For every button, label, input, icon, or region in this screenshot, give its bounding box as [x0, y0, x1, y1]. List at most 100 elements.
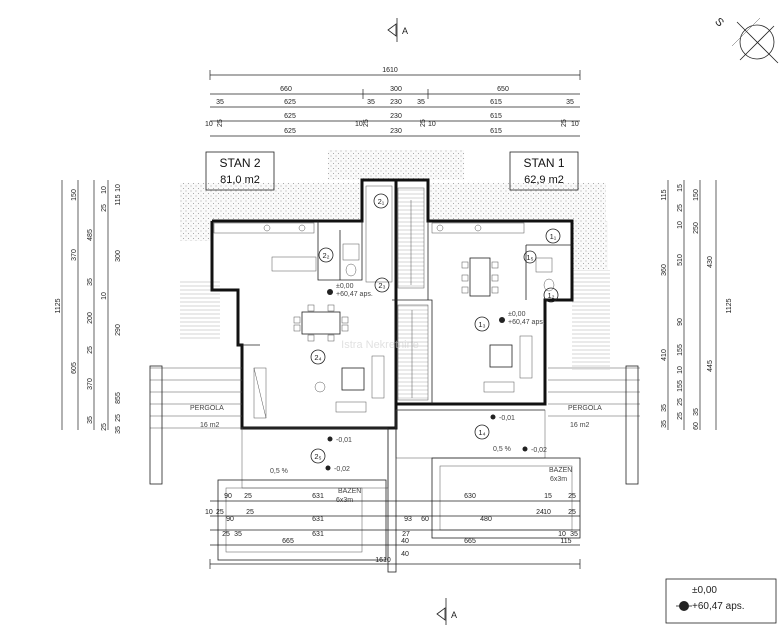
- section-marker-bottom: A: [436, 598, 457, 625]
- dim-left-35c: 35: [115, 426, 122, 434]
- pergola-right-size: 16 m2: [570, 422, 590, 429]
- dim-bot-25f: 25: [222, 531, 230, 538]
- section-letter-bottom: A: [451, 610, 457, 620]
- dim-bot-40a: 40: [401, 538, 409, 545]
- dim-right-35b: 35: [661, 420, 668, 428]
- unit-title-stan2: STAN 2: [219, 156, 260, 170]
- level-marks: ±0,00 +60,47 aps. ±0,00 +60,47 aps. -0,0…: [270, 283, 547, 475]
- dim-right-15: 15: [677, 184, 684, 192]
- dim-top-230b: 230: [390, 113, 402, 120]
- dim-right-410: 410: [661, 349, 668, 361]
- dim-bot-15: 15: [544, 493, 552, 500]
- dim-right-250: 250: [693, 222, 700, 234]
- dim-top-35b: 35: [367, 99, 375, 106]
- dim-bot-25e: 25: [568, 509, 576, 516]
- dim-left-115: 115: [115, 194, 122, 205]
- building-walls: [210, 178, 574, 430]
- dim-right-1125: 1125: [726, 298, 733, 313]
- room-label-1-1: 1₁: [550, 232, 557, 241]
- dining-table-stan1: [461, 257, 499, 297]
- terraces: [241, 409, 546, 573]
- dim-top-25a: 25: [217, 119, 224, 127]
- dim-bot-631b: 631: [312, 516, 324, 523]
- dim-top-615a: 615: [490, 99, 502, 106]
- north-letter: S: [712, 16, 726, 30]
- room-label-1-3: 1₃: [478, 320, 485, 329]
- dim-left-25c: 25: [101, 423, 108, 431]
- pergola-left-size: 16 m2: [200, 422, 220, 429]
- dim-top-10d: 10: [571, 121, 579, 128]
- level-stan2-abs: +60,47 aps.: [336, 291, 373, 298]
- dim-bot-631a: 631: [312, 493, 324, 500]
- unit-box-stan1: STAN 1 62,9 m2: [509, 151, 579, 191]
- dim-left-25a: 25: [87, 346, 94, 354]
- dim-right-25c: 25: [677, 412, 684, 420]
- room-label-1-5: 1₅: [526, 253, 533, 262]
- dim-top-10b: 10: [355, 121, 363, 128]
- slope-right: 0,5 %: [493, 446, 511, 453]
- room-label-1-4: 1₄: [478, 428, 485, 437]
- dim-top-35d: 35: [566, 99, 574, 106]
- dim-bot-24: 24: [536, 509, 544, 516]
- section-letter-top: A: [402, 26, 408, 36]
- dim-bot-10c: 10: [558, 531, 566, 538]
- dim-top-10c: 10: [428, 121, 436, 128]
- dim-left-35a: 35: [87, 278, 94, 286]
- legend-level-1: ±0,00: [692, 585, 717, 596]
- dim-left-485: 485: [87, 229, 94, 241]
- level-terrace-right: -0,02: [531, 447, 547, 454]
- dim-bot-60: 60: [421, 516, 429, 523]
- staircase: [365, 185, 429, 401]
- dim-top-625b: 625: [284, 113, 296, 120]
- dim-top-650: 650: [497, 86, 509, 93]
- dim-right-10a: 10: [677, 221, 684, 229]
- dim-bot-25c: 25: [216, 509, 224, 516]
- dim-left-370a: 370: [71, 249, 78, 261]
- room-label-2-4: 2₄: [314, 353, 321, 362]
- dim-left-35b: 35: [87, 416, 94, 424]
- dim-bot-115: 115: [560, 538, 571, 545]
- kitchen-counters: [213, 222, 525, 272]
- level-step-left: -0,01: [336, 437, 352, 444]
- dim-bot-10b: 10: [543, 509, 551, 516]
- dim-bot-35a: 35: [234, 531, 242, 538]
- dimensions-top: 1610 660 300 650 35 625 35 230 35 615 35…: [205, 67, 581, 137]
- dim-top-overall: 1610: [382, 67, 398, 74]
- dim-right-445: 445: [707, 360, 714, 372]
- living-furniture: [253, 335, 533, 419]
- dimensions-bottom: 90 25 631 630 15 25 10 25 90 25 631 93 6…: [205, 493, 581, 569]
- dim-left-290: 290: [115, 324, 122, 336]
- dim-bot-631c: 631: [312, 531, 324, 538]
- dim-bot-25d: 25: [246, 509, 254, 516]
- dim-bot-10a: 10: [205, 509, 213, 516]
- dim-right-25b: 25: [677, 398, 684, 406]
- dim-bot-40b: 40: [401, 551, 409, 558]
- room-label-1-2: 1₂: [547, 291, 554, 300]
- dim-top-25d: 25: [561, 119, 568, 127]
- dim-top-615c: 615: [490, 128, 502, 135]
- pool-left-name: BAZEN: [338, 488, 361, 495]
- dim-bot-630: 630: [464, 493, 476, 500]
- unit-title-stan1: STAN 1: [523, 156, 564, 170]
- dim-left-1125: 1125: [55, 298, 62, 313]
- dim-left-10a: 10: [101, 186, 108, 194]
- dim-left-200: 200: [87, 312, 94, 324]
- dim-right-155a: 155: [677, 344, 684, 356]
- dim-left-855: 855: [115, 392, 122, 404]
- dim-bot-overall: 1610: [375, 557, 391, 564]
- room-labels: 2₁ 2₂ 2₃ 2₄ 2₅ 1₁ 1₂ 1₃ 1₄ 1₅: [310, 193, 561, 464]
- dim-top-35a: 35: [216, 99, 224, 106]
- dim-left-10b: 10: [101, 292, 108, 300]
- dim-top-25b: 25: [363, 119, 370, 127]
- level-stan1-abs: +60,47 aps.: [508, 319, 545, 326]
- dim-right-155b: 155: [677, 380, 684, 392]
- pergola-right: PERGOLA 16 m2: [548, 365, 640, 485]
- dim-left-605: 605: [71, 362, 78, 374]
- dim-bot-665a: 665: [282, 538, 294, 545]
- dim-left-25d: 25: [115, 414, 122, 422]
- section-marker-top: A: [387, 18, 408, 42]
- level-stan1-floor: ±0,00: [508, 311, 526, 318]
- dim-right-430: 430: [707, 256, 714, 268]
- legend-level-2: +60,47 aps.: [692, 601, 745, 612]
